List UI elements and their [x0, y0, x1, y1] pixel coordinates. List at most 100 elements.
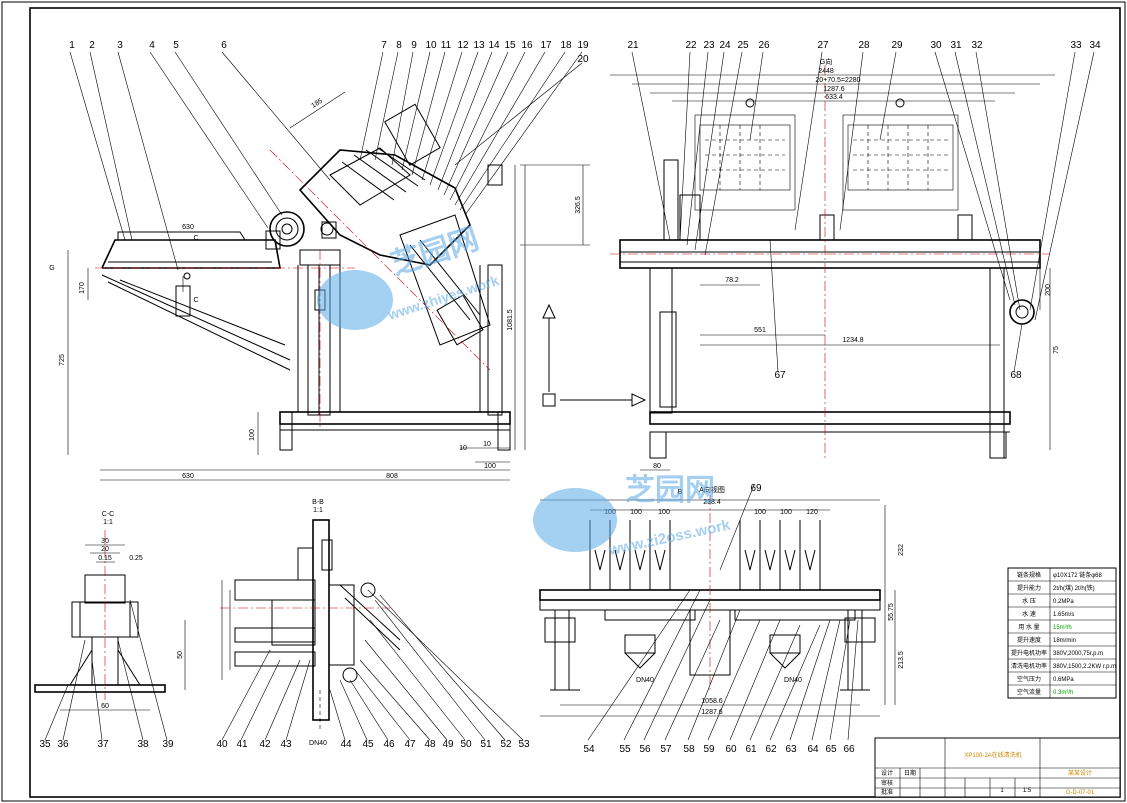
dim-808: 808 [386, 473, 398, 480]
dim-10-b: 10 [483, 441, 491, 448]
dim-a-100-5: 100 [780, 509, 792, 516]
watermark-lower: 芝园网 www.zi2oss.work [533, 474, 732, 559]
balloon-45: 45 [362, 739, 374, 750]
spec-table: 链条规格 φ10X172 链条φ68 提升能力 2t/h(煤) 2t/h(铁) … [1007, 567, 1117, 699]
dim-185: 185 [310, 98, 324, 110]
spec-val-2: 0.2MPa [1053, 599, 1074, 605]
dim-1081: 1081.5 [507, 309, 514, 331]
date-label: 日期 [904, 769, 916, 777]
spec-val-8: 0.6MPa [1053, 677, 1074, 683]
dim-a-100-3: 100 [658, 509, 670, 516]
section-bb-view [220, 519, 401, 730]
designer-label: 设计 [881, 769, 893, 777]
balloon-15: 15 [504, 40, 516, 51]
approver-label: 批准 [881, 788, 893, 796]
balloon-43: 43 [280, 739, 292, 750]
spec-key-8: 空气压力 [1017, 675, 1041, 683]
balloon-27: 27 [817, 40, 829, 51]
dim-75: 75 [1053, 346, 1060, 354]
balloon-20: 20 [577, 54, 589, 65]
dim-a-100-2: 100 [630, 509, 642, 516]
balloon-50: 50 [460, 739, 472, 750]
dim-170: 170 [79, 282, 86, 294]
balloon-18: 18 [560, 40, 572, 51]
dim-cc-20: 20 [101, 546, 109, 553]
balloon-1: 1 [69, 40, 75, 51]
balloon-29: 29 [891, 40, 903, 51]
balloon-60: 60 [725, 744, 737, 755]
dim-a-232: 232 [898, 544, 905, 556]
dim-630-bottom: 630 [182, 473, 194, 480]
balloon-14: 14 [488, 40, 500, 51]
spec-val-6: 380V,2000,75r.p.m [1053, 651, 1103, 657]
balloon-36: 36 [57, 739, 69, 750]
spec-val-7: 380V,1500,2.2KW r.p.m [1053, 664, 1116, 670]
balloon-38: 38 [137, 739, 149, 750]
dim-a-55: 55.75 [888, 603, 895, 621]
dim-cc-025: 0.25 [129, 555, 143, 562]
balloon-12: 12 [457, 40, 469, 51]
spec-key-0: 链条规格 [1017, 571, 1041, 579]
balloon-68: 68 [1010, 370, 1022, 381]
arrow-g-label: G [49, 265, 54, 272]
dim-80: 80 [653, 463, 661, 470]
balloon-5: 5 [173, 40, 179, 51]
balloon-65: 65 [825, 744, 837, 755]
section-bb-scale: 1:1 [313, 507, 323, 514]
spec-val-1: 2t/h(煤) 2t/h(铁) [1053, 584, 1095, 592]
balloon-62: 62 [765, 744, 777, 755]
spec-val-4: 15m³/h [1053, 625, 1072, 631]
balloon-52: 52 [500, 739, 512, 750]
balloon-13: 13 [473, 40, 485, 51]
spec-key-6: 提升电机功率 [1011, 649, 1047, 657]
spec-val-5: 18m/min [1053, 638, 1076, 644]
dim-a-1058: 1058.6 [701, 698, 723, 705]
balloon-64: 64 [807, 744, 819, 755]
drawing-code: G-D-07-01 [1066, 790, 1095, 796]
balloon-39: 39 [162, 739, 174, 750]
dim-10-a: 10 [459, 445, 467, 452]
dim-633: 633.4 [825, 94, 843, 101]
arrow-c-label-2: C [193, 297, 198, 304]
spec-key-4: 用 水 量 [1018, 623, 1039, 631]
balloon-4: 4 [149, 40, 155, 51]
balloon-51: 51 [480, 739, 492, 750]
front-view-right [542, 65, 1055, 471]
balloons-bottom: 35 36 37 38 39 40 41 42 43 44 45 46 47 4… [39, 739, 855, 755]
dim-100-h: 100 [484, 463, 496, 470]
balloon-19: 19 [577, 40, 589, 51]
dim-bb-dn40: DN40 [309, 740, 327, 747]
balloon-22: 22 [685, 40, 697, 51]
dim-2280: 20+70.5=2280 [815, 77, 860, 84]
leader-lines [44, 51, 1095, 741]
balloon-37: 37 [97, 739, 109, 750]
view-g-label: G向 [820, 57, 832, 66]
balloon-11: 11 [441, 40, 452, 51]
spec-key-7: 清洗电机功率 [1011, 662, 1047, 670]
balloon-54: 54 [583, 744, 595, 755]
dims-a-text: 100 100 100 238.4 100 100 120 1058.6 128… [604, 499, 905, 716]
view-labels: C-C 1:1 B-B 1:1 G向 A向视图 G C C B [49, 57, 832, 526]
dim-551: 551 [754, 327, 766, 334]
balloon-53: 53 [518, 739, 530, 750]
spec-key-2: 水 压 [1022, 597, 1036, 605]
balloon-2: 2 [89, 40, 95, 51]
dim-cc-50: 50 [177, 651, 184, 659]
dim-1234: 1234.8 [842, 337, 864, 344]
balloon-66: 66 [843, 744, 855, 755]
dim-a-dn40-1: DN40 [636, 677, 654, 684]
watermark-brand-1: 芝园网 [387, 222, 483, 281]
spec-key-9: 空气流量 [1017, 688, 1041, 696]
dim-100-v: 100 [249, 429, 256, 441]
balloon-46: 46 [383, 739, 395, 750]
balloon-58: 58 [683, 744, 695, 755]
balloon-31: 31 [950, 40, 962, 51]
balloon-8: 8 [396, 40, 402, 51]
balloon-67: 67 [774, 370, 786, 381]
watermark-url-2: www.zi2oss.work [606, 516, 732, 559]
dim-a-238: 238.4 [703, 499, 721, 506]
balloon-17: 17 [540, 40, 552, 51]
balloon-47: 47 [404, 739, 416, 750]
